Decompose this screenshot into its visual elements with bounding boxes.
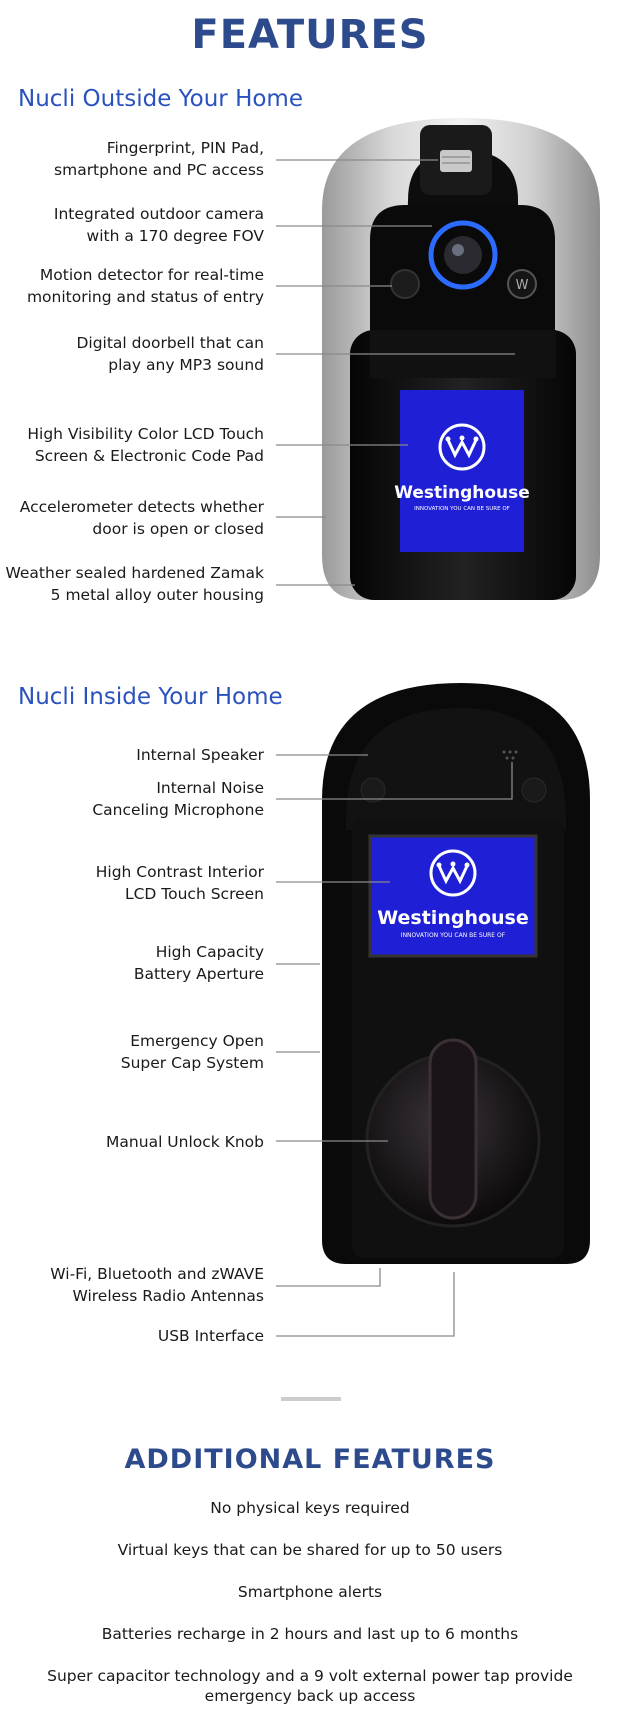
label-line: with a 170 degree FOV	[86, 227, 264, 245]
additional-feature-item: Batteries recharge in 2 hours and last u…	[101, 1625, 519, 1643]
feature-label-motion: Motion detector for real-time monitoring…	[0, 264, 264, 308]
feature-label-camera: Integrated outdoor camera with a 170 deg…	[0, 203, 264, 247]
feature-label-usb: USB Interface	[0, 1325, 264, 1347]
label-line: monitoring and status of entry	[26, 288, 264, 306]
feature-label-lcd: High Visibility Color LCD Touch Screen &…	[0, 423, 264, 467]
additional-feature-item: Virtual keys that can be shared for up t…	[117, 1541, 503, 1559]
logo-badge	[507, 269, 537, 299]
feature-label-radios: Wi-Fi, Bluetooth and zWAVE Wireless Radi…	[0, 1263, 264, 1307]
outside-screen-tagline: INNOVATION YOU CAN BE SURE OF	[414, 506, 510, 512]
inside-section-title: Nucli Inside Your Home	[18, 684, 283, 710]
feature-label-accelerometer: Accelerometer detects whether door is op…	[0, 496, 264, 540]
feature-label-microphone: Internal Noise Canceling Microphone	[0, 777, 264, 821]
inside-screen-brand: Westinghouse	[377, 907, 529, 929]
feature-label-housing: Weather sealed hardened Zamak 5 metal al…	[0, 562, 264, 606]
label-line: High Capacity	[155, 943, 264, 961]
feature-label-supercap: Emergency Open Super Cap System	[0, 1030, 264, 1074]
feature-label-doorbell: Digital doorbell that can play any MP3 s…	[0, 332, 264, 376]
label-line: smartphone and PC access	[54, 161, 264, 179]
label-line: Internal Noise	[156, 779, 264, 797]
label-line: Motion detector for real-time	[39, 266, 264, 284]
microphone-holes	[502, 750, 518, 760]
outside-lcd-screen	[400, 390, 524, 552]
outside-device: W Westinghouse INNOVATION YOU CAN BE SUR…	[322, 118, 600, 600]
additional-feature-item: No physical keys required	[210, 1499, 410, 1517]
camera-lens	[444, 236, 482, 274]
additional-feature-item: Smartphone alerts	[237, 1583, 383, 1601]
label-line: High Visibility Color LCD Touch	[27, 425, 264, 443]
label-line: Wi-Fi, Bluetooth and zWAVE	[50, 1265, 264, 1283]
feature-label-speaker: Internal Speaker	[0, 744, 264, 766]
outside-screen-brand: Westinghouse	[394, 483, 530, 503]
label-line: Accelerometer detects whether	[19, 498, 264, 516]
fingerprint-sensor	[440, 150, 472, 172]
label-line: USB Interface	[157, 1327, 264, 1345]
label-line: Internal Speaker	[136, 746, 264, 764]
label-line: Wireless Radio Antennas	[72, 1287, 264, 1305]
label-line: Battery Aperture	[133, 965, 264, 983]
label-line: Weather sealed hardened Zamak	[5, 564, 264, 582]
label-line: Fingerprint, PIN Pad,	[106, 139, 264, 157]
label-line: Integrated outdoor camera	[53, 205, 264, 223]
label-line: Canceling Microphone	[92, 801, 264, 819]
label-line: play any MP3 sound	[108, 356, 264, 374]
label-line: Screen & Electronic Code Pad	[34, 447, 264, 465]
inside-device: Westinghouse INNOVATION YOU CAN BE SURE …	[322, 683, 590, 1264]
label-line: 5 metal alloy outer housing	[50, 586, 264, 604]
leader-lines	[276, 159, 515, 1337]
page-title: FEATURES	[191, 12, 429, 58]
feature-label-battery: High Capacity Battery Aperture	[0, 941, 264, 985]
outside-section-title: Nucli Outside Your Home	[18, 86, 303, 112]
label-line: Emergency Open	[130, 1032, 264, 1050]
svg-text:W: W	[516, 278, 529, 293]
additional-feature-item: Super capacitor technology and a 9 volt …	[47, 1667, 573, 1705]
section-divider	[281, 1397, 341, 1401]
knob-grip	[428, 1038, 478, 1220]
additional-features-title: ADDITIONAL FEATURES	[124, 1444, 496, 1475]
label-line: High Contrast Interior	[95, 863, 264, 881]
feature-label-fingerprint: Fingerprint, PIN Pad, smartphone and PC …	[0, 137, 264, 181]
motion-sensor	[390, 269, 420, 299]
label-line: LCD Touch Screen	[124, 885, 264, 903]
label-line: door is open or closed	[92, 520, 264, 538]
label-line: Super Cap System	[120, 1054, 264, 1072]
inside-screen-tagline: INNOVATION YOU CAN BE SURE OF	[401, 932, 506, 939]
feature-label-interior-lcd: High Contrast Interior LCD Touch Screen	[0, 861, 264, 905]
label-line: Digital doorbell that can	[76, 334, 264, 352]
label-line: Manual Unlock Knob	[106, 1133, 264, 1151]
feature-label-knob: Manual Unlock Knob	[0, 1131, 264, 1153]
